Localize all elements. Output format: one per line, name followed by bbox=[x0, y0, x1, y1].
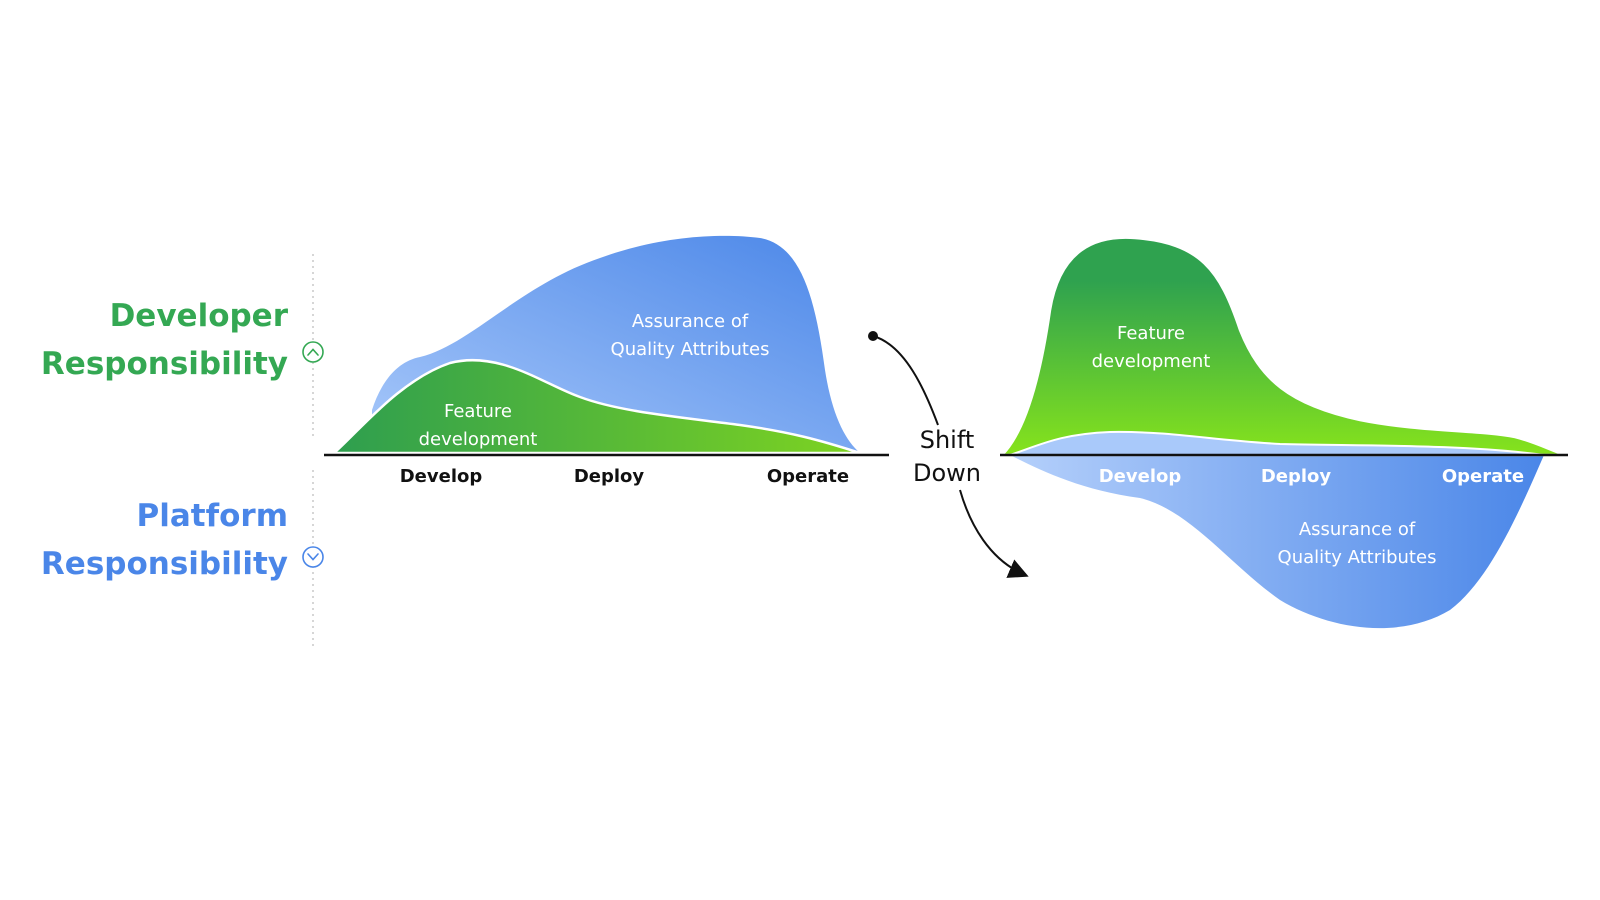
right-axis-label-deploy: Deploy bbox=[1261, 466, 1332, 487]
shift-label-line2: Down bbox=[913, 459, 981, 487]
right-quality-area bbox=[1010, 455, 1544, 629]
right-feature-label-line2: development bbox=[1092, 351, 1211, 372]
right-axis-label-develop: Develop bbox=[1099, 466, 1182, 487]
left-axis-label-deploy: Deploy bbox=[574, 466, 645, 487]
left-axis-label-operate: Operate bbox=[767, 466, 849, 487]
developer-label-line2: Responsibility bbox=[40, 346, 288, 382]
left-feature-label-line1: Feature bbox=[444, 401, 512, 422]
left-feature-label-line2: development bbox=[419, 429, 538, 450]
platform-label-line1: Platform bbox=[136, 498, 288, 534]
shift-label-line1: Shift bbox=[920, 426, 975, 454]
left-quality-label-line1: Assurance of bbox=[632, 311, 749, 332]
right-quality-sliver bbox=[1009, 430, 1545, 456]
shift-arrow-top bbox=[872, 335, 939, 426]
right-feature-label-line1: Feature bbox=[1117, 323, 1185, 344]
shift-arrow-bottom bbox=[959, 489, 1029, 578]
developer-label-line1: Developer bbox=[109, 298, 288, 334]
developer-responsibility-label: Developer Responsibility bbox=[41, 292, 288, 388]
platform-label-line2: Responsibility bbox=[40, 546, 288, 582]
right-feature-area bbox=[998, 236, 1566, 457]
right-quality-label-line2: Quality Attributes bbox=[1278, 547, 1437, 568]
chevron-down-circle-icon bbox=[302, 546, 324, 568]
right-quality-label-line1: Assurance of bbox=[1299, 519, 1416, 540]
left-feature-area bbox=[330, 358, 861, 455]
right-axis-label-operate: Operate bbox=[1442, 466, 1524, 487]
left-quality-label-line2: Quality Attributes bbox=[611, 339, 770, 360]
platform-responsibility-label: Platform Responsibility bbox=[41, 492, 288, 588]
chevron-up-circle-icon bbox=[302, 341, 324, 363]
left-axis-label-develop: Develop bbox=[400, 466, 483, 487]
